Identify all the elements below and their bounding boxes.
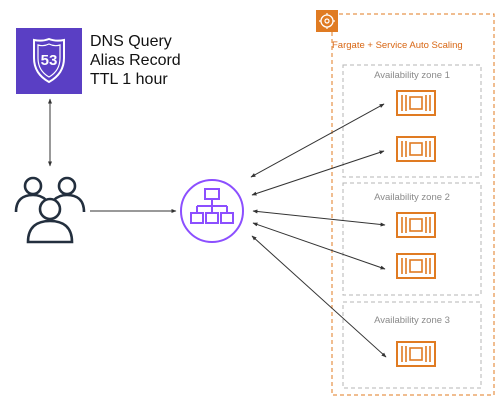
load-balancer-icon [180, 179, 244, 243]
ecs-container-icon [396, 341, 436, 367]
arrow-alb-container-4 [252, 222, 386, 270]
ecs-container-icon [396, 253, 436, 279]
arrow-alb-container-5 [251, 235, 387, 358]
alias-record-label: Alias Record [90, 52, 181, 69]
ecs-container-icon [396, 136, 436, 162]
ecs-container-icon [396, 90, 436, 116]
fargate-icon [316, 10, 338, 32]
dns-query-label: DNS Query [90, 33, 172, 50]
az-label-3: Availability zone 3 [374, 315, 450, 326]
dns-info-text: DNS Query Alias Record TTL 1 hour [90, 32, 181, 89]
az-label-2: Availability zone 2 [374, 192, 450, 203]
fargate-group-box [331, 13, 495, 396]
arrow-alb-container-3 [252, 209, 386, 227]
route53-number: 53 [41, 52, 58, 69]
users-icon [14, 176, 86, 244]
route53-shield-icon: 53 [16, 28, 82, 94]
fargate-group-label: Fargate + Service Auto Scaling [332, 40, 463, 51]
az-label-1: Availability zone 1 [374, 70, 450, 81]
ecs-container-icon [396, 212, 436, 238]
arrow-alb-container-2 [251, 150, 385, 196]
arrow-alb-container-1 [250, 103, 385, 178]
ttl-label: TTL 1 hour [90, 71, 168, 88]
